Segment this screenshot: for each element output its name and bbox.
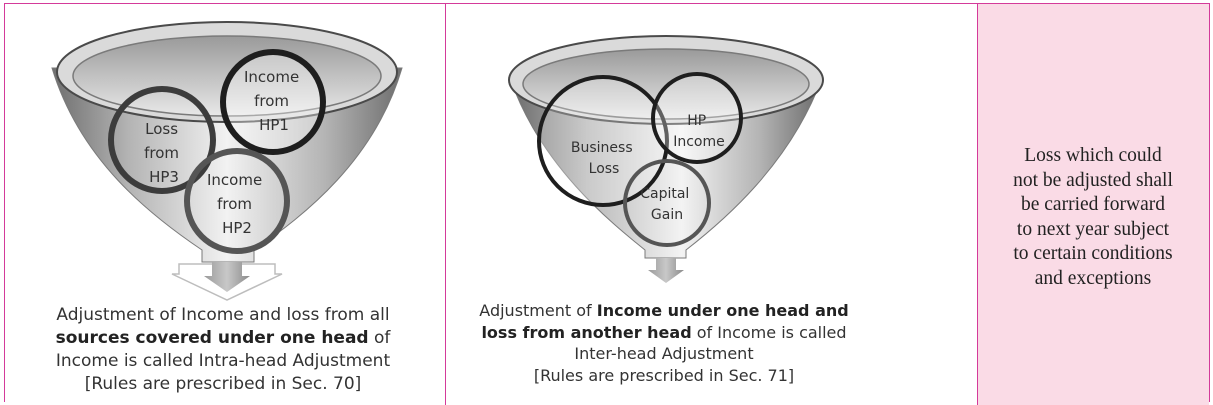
caption-line: Income is called Intra-head Adjustment <box>55 351 391 371</box>
caption-bold: Income under one head and <box>596 301 849 320</box>
right-panel-text: Loss which could not be adjusted shall b… <box>977 144 1209 291</box>
circle-income-hp1 <box>220 49 326 155</box>
label-line: Income <box>207 171 262 189</box>
caption-line: Adjustment of Income and loss from all <box>56 305 390 325</box>
label-line: Business <box>571 140 633 156</box>
label-line: Capital <box>640 186 689 202</box>
right-panel-line: Loss which could <box>1024 145 1162 166</box>
caption-line: loss from another head of Income is call… <box>450 322 878 344</box>
inter-head-caption: Adjustment of Income under one head and … <box>450 300 878 386</box>
intra-head-caption: Adjustment of Income and loss from all s… <box>8 304 438 396</box>
right-panel-line: be carried forward <box>1021 194 1165 215</box>
circle-loss-hp3 <box>108 86 216 194</box>
column-divider-1 <box>445 3 446 405</box>
funnel-1-arrow-icon <box>204 262 250 292</box>
funnel-inter-head: Business Loss HP Income Capital Gain <box>508 35 824 283</box>
caption-line: [Rules are prescribed in Sec. 70] <box>84 374 362 394</box>
label-line: Loss <box>589 161 620 177</box>
label-line: from <box>254 92 289 110</box>
funnel-2-arrow-icon <box>648 258 684 283</box>
label-line: Income <box>244 68 299 86</box>
label-line: HP2 <box>222 219 252 237</box>
right-panel-line: to next year subject <box>1016 218 1170 240</box>
label-line: Gain <box>651 207 683 223</box>
circle-label: Income from HP1 <box>244 68 304 134</box>
right-panel-line: not be adjusted shall <box>1013 169 1173 191</box>
circle-label: Capital Gain <box>640 186 694 223</box>
right-panel-line: and exceptions <box>1034 267 1152 289</box>
caption-text: of Income is called <box>691 322 847 342</box>
circle-label: Loss from HP3 <box>144 120 184 186</box>
right-panel-line: to certain conditions <box>1013 243 1173 264</box>
caption-bold: loss from another head <box>481 322 692 342</box>
caption-line: [Rules are prescribed in Sec. 71] <box>533 365 795 385</box>
label-line: HP3 <box>149 168 179 186</box>
caption-bold: sources covered under one head <box>55 328 369 348</box>
circle-label: Income from HP2 <box>207 171 267 237</box>
caption-text: of <box>368 328 391 348</box>
label-line: HP1 <box>259 116 289 134</box>
label-line: Income <box>673 134 725 150</box>
table-frame <box>4 3 1210 402</box>
circle-label: HP Income <box>673 113 725 150</box>
caption-line: Inter-head Adjustment <box>574 344 754 363</box>
funnel-intra-head: Loss from HP3 Income from HP1 Income fro… <box>51 21 403 301</box>
label-line: from <box>144 144 179 162</box>
label-line: HP <box>687 113 706 129</box>
caption-text: Adjustment of <box>479 301 597 320</box>
label-line: Loss <box>145 120 178 138</box>
funnel-2-body <box>509 77 823 259</box>
caption-line: Adjustment of Income under one head and <box>450 300 878 322</box>
circle-income-hp2 <box>184 148 290 254</box>
label-line: from <box>217 195 252 213</box>
right-panel: Loss which could not be adjusted shall b… <box>977 4 1209 405</box>
circle-capital-gain <box>623 159 711 247</box>
funnel-1-body <box>51 67 403 263</box>
circle-label: Business Loss <box>571 140 637 177</box>
column-divider-2 <box>977 3 978 405</box>
circle-hp-income <box>651 72 743 164</box>
caption-line: sources covered under one head of <box>8 327 438 350</box>
